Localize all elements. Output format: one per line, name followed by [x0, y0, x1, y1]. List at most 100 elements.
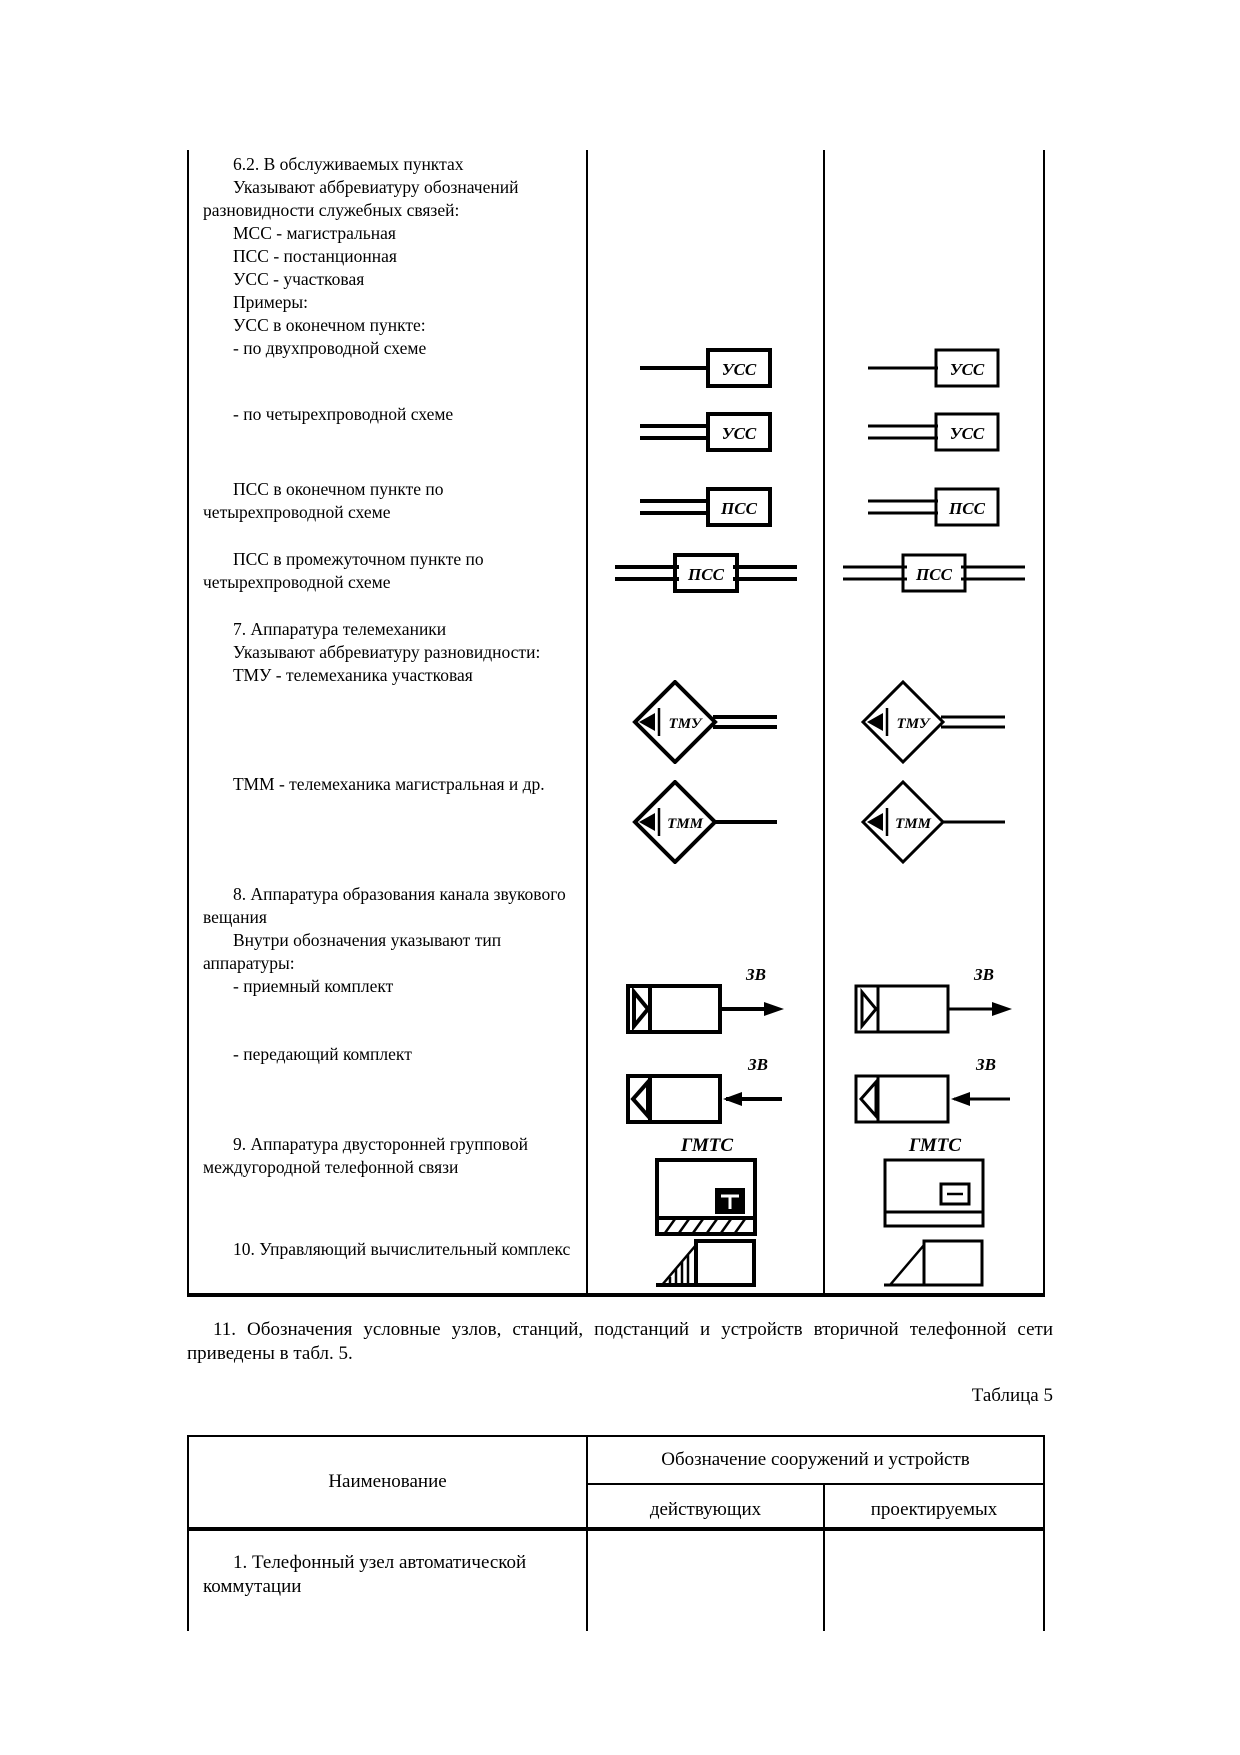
paragraph: 8. Аппаратура образования канала звуково… [203, 884, 566, 927]
header-label: Обозначение сооружений и устройств [661, 1449, 970, 1470]
sound-broadcast-receive-symbol: ЗВ [854, 965, 1012, 1034]
svg-text:ПСС: ПСС [687, 565, 725, 584]
pss-intermediate-symbol: ПСС [614, 553, 797, 593]
svg-text:ГМТС: ГМТС [908, 1135, 962, 1156]
svg-text:ЗВ: ЗВ [973, 965, 994, 984]
row-text: 7. Аппаратура телемеханики Указывают абб… [187, 615, 586, 770]
paragraph: Указывают аббревиатуру обозначений разно… [203, 177, 519, 220]
row-text: 6.2. В обслуживаемых пунктах Указывают а… [187, 150, 586, 400]
paragraph: - передающий комплект [233, 1044, 412, 1064]
uss-two-wire-symbol: УСС [639, 348, 772, 388]
paragraph: ТМУ - телемеханика участковая [233, 665, 473, 685]
gmts-symbol: ГМТС [654, 1135, 757, 1236]
row-text: ТММ - телемеханика магистральная и др. [187, 770, 586, 880]
symbol-planned: ТММ [823, 770, 1045, 880]
symbol-planned: ЗВ [823, 1040, 1045, 1130]
symbol-planned: УСС [823, 400, 1045, 475]
paragraph: УСС - участковая [233, 269, 365, 289]
pss-intermediate-symbol: ПСС [843, 553, 1025, 593]
tmm-diamond-symbol: ТММ [631, 780, 777, 864]
symbol-existing [586, 1235, 823, 1293]
paragraph: 7. Аппаратура телемеханики [233, 619, 447, 639]
column-header-existing: действующих [586, 1485, 823, 1531]
svg-text:ЗВ: ЗВ [747, 1055, 768, 1074]
svg-text:ТММ: ТММ [895, 816, 932, 832]
paragraph: - по двухпроводной схеме [233, 338, 427, 358]
symbol-planned: ТМУ [823, 615, 1045, 770]
paragraph: - приемный комплект [233, 976, 394, 996]
symbol-existing: УСС [586, 400, 823, 475]
row-text: - по четырехпроводной схеме [187, 400, 586, 475]
symbol-existing: ТМУ [586, 615, 823, 770]
paragraph-11: 11. Обозначения условные узлов, станций,… [187, 1319, 1053, 1364]
symbol-existing: УСС [586, 150, 823, 400]
tmu-diamond-symbol: ТМУ [631, 680, 777, 764]
svg-text:УСС: УСС [721, 360, 756, 379]
symbol-planned: УСС [823, 150, 1045, 400]
svg-text:ЗВ: ЗВ [975, 1055, 996, 1074]
paragraph: ПСС в оконечном пункте по четырехпроводн… [203, 479, 444, 522]
paragraph: Внутри обозначения указывают тип аппарат… [203, 930, 502, 973]
hatching [663, 1218, 746, 1234]
table5: Наименование Обозначение сооружений и ус… [187, 1435, 1045, 1631]
column-header-designation: Обозначение сооружений и устройств [586, 1437, 1045, 1485]
svg-text:УСС: УСС [950, 360, 985, 379]
symbols-table: 6.2. В обслуживаемых пунктах Указывают а… [187, 150, 1045, 1297]
control-computer-complex-symbol [884, 1239, 984, 1287]
column-header-name: Наименование [187, 1437, 586, 1531]
header-label: проектируемых [870, 1499, 998, 1520]
symbol-existing: ЗВ [586, 1040, 823, 1130]
hatching [668, 1255, 689, 1284]
row-text: ПСС в оконечном пункте по четырехпроводн… [187, 475, 586, 545]
paragraph: - по четырехпроводной схеме [233, 404, 454, 424]
paragraph: 6.2. В обслуживаемых пунктах [233, 154, 464, 174]
svg-text:ТМУ: ТМУ [897, 716, 932, 732]
symbol-planned: ЗВ [823, 880, 1045, 1040]
svg-text:ПСС: ПСС [915, 565, 953, 584]
symbol-planned [823, 1235, 1045, 1293]
row-text: 9. Аппаратура двусторонней групповой меж… [187, 1130, 586, 1235]
row-text: ПСС в промежуточном пункте по четырехпро… [187, 545, 586, 615]
paragraph: ПСС - постанционная [233, 246, 397, 266]
svg-text:ТММ: ТММ [667, 816, 704, 832]
symbol-existing: ПСС [586, 475, 823, 545]
table-cell-existing [586, 1531, 823, 1631]
row-text: 10. Управляющий вычислительный комплекс [187, 1235, 586, 1293]
row-text: - передающий комплект [187, 1040, 586, 1130]
table-row: 1. Телефонный узел автоматической коммут… [187, 1531, 586, 1631]
paragraph: МСС - магистральная [233, 223, 396, 243]
symbol-existing: ГМТС [586, 1130, 823, 1236]
sound-broadcast-transmit-symbol: ЗВ [625, 1055, 782, 1124]
svg-text:УСС: УСС [950, 424, 985, 443]
paragraph: 10. Управляющий вычислительный комплекс [233, 1239, 571, 1259]
row-name: 1. Телефонный узел автоматической коммут… [203, 1552, 527, 1597]
paragraph: ТММ - телемеханика магистральная и др. [233, 774, 545, 794]
symbol-planned: ПСС [823, 475, 1045, 545]
control-computer-complex-symbol [655, 1239, 756, 1287]
uss-two-wire-symbol: УСС [868, 348, 1000, 388]
uss-four-wire-symbol: УСС [868, 412, 1000, 452]
tmm-diamond-symbol: ТММ [860, 780, 1005, 864]
symbol-planned: ПСС [823, 545, 1045, 615]
pss-terminal-symbol: ПСС [639, 487, 772, 527]
uss-four-wire-symbol: УСС [639, 412, 772, 452]
table5-caption: Таблица 5 [971, 1385, 1053, 1406]
paragraph: УСС в оконечном пункте: [233, 315, 426, 335]
header-label: действующих [649, 1499, 762, 1520]
symbol-existing: ЗВ [586, 880, 823, 1040]
pss-terminal-symbol: ПСС [868, 487, 1000, 527]
svg-text:УСС: УСС [721, 424, 756, 443]
svg-text:ТМУ: ТМУ [668, 716, 703, 732]
svg-text:ПСС: ПСС [720, 499, 758, 518]
svg-text:ГМТС: ГМТС [679, 1135, 733, 1156]
column-header-planned: проектируемых [823, 1485, 1045, 1531]
symbol-planned: ГМТС [823, 1130, 1045, 1235]
svg-text:ПСС: ПСС [948, 499, 986, 518]
row-text: 8. Аппаратура образования канала звуково… [187, 880, 586, 1040]
svg-text:ЗВ: ЗВ [745, 965, 766, 984]
sound-broadcast-receive-symbol: ЗВ [625, 965, 784, 1034]
tmu-diamond-symbol: ТМУ [860, 680, 1005, 764]
symbol-existing: ТММ [586, 770, 823, 880]
header-label: Наименование [328, 1471, 447, 1492]
